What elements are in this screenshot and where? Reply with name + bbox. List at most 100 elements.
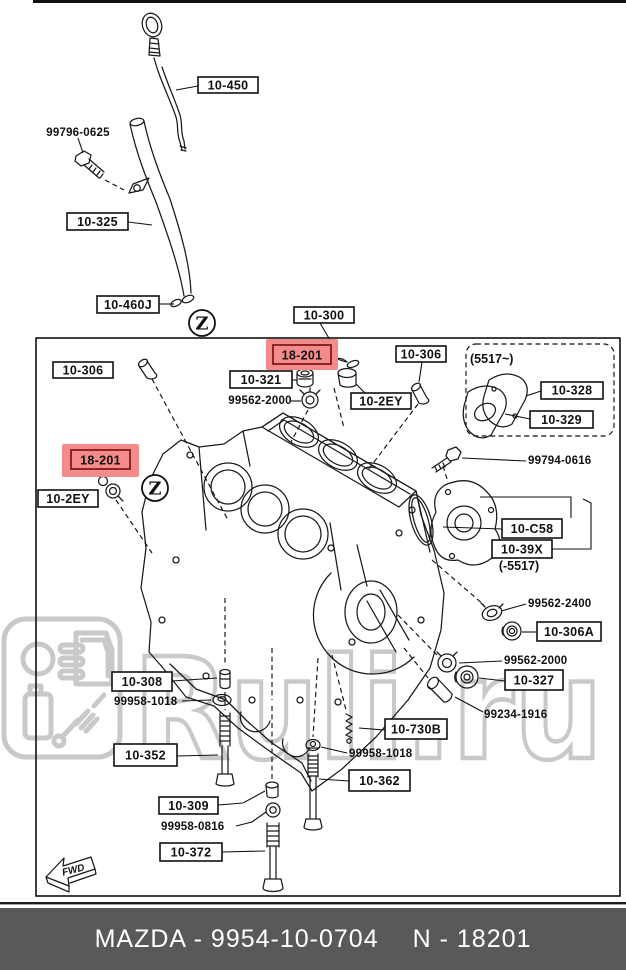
part-number-99958-1018-left[interactable]: 99958-1018 (114, 696, 178, 708)
part-drawing-oring-18-201-left (97, 475, 109, 487)
part-label-text: 10-352 (125, 749, 166, 763)
part-drawing-seal-housing-10-C58 (430, 480, 501, 566)
part-number-99958-0816[interactable]: 99958-0816 (161, 821, 224, 833)
footer-bar: MAZDA - 9954-10-0704 N - 18201 (0, 908, 626, 970)
part-label-10-306-right[interactable]: 10-306 (395, 345, 447, 363)
part-label-10-2EY-left[interactable]: 10-2EY (37, 489, 99, 508)
part-label-text: 10-325 (77, 215, 118, 229)
part-label-18-201-highlighted-top[interactable]: 18-201 (266, 339, 338, 370)
part-number-99562-2400[interactable]: 99562-2400 (528, 598, 591, 610)
part-drawing-nut-99958-1018-right (305, 738, 321, 752)
part-label-10-325[interactable]: 10-325 (66, 212, 129, 231)
part-drawing-washer-99562-2000-low (436, 651, 458, 673)
part-label-10-362[interactable]: 10-362 (348, 769, 411, 792)
engine-block-drawing (140, 412, 445, 792)
part-drawing-plug-10-306A (501, 621, 522, 641)
part-label-text: 10-362 (359, 774, 400, 788)
part-label-18-201-highlighted-left[interactable]: 18-201 (62, 444, 139, 477)
variant-until-5517-note: (-5517) (499, 559, 539, 573)
part-number-99562-2000-top[interactable]: 99562-2000 (228, 395, 291, 407)
part-drawing-dowel-10-306-left (137, 358, 158, 380)
footer-top-rule (0, 902, 626, 905)
part-drawing-washer-99958-1018-left (212, 693, 232, 707)
zone-symbol-letter: Z (195, 314, 208, 335)
part-label-text: 10-39X (501, 543, 543, 557)
part-drawing-washer-99562-2400 (480, 602, 504, 622)
part-label-text: 10-450 (208, 79, 249, 93)
part-drawing-plug-10-327 (454, 665, 479, 689)
part-label-10-306A[interactable]: 10-306A (536, 621, 602, 642)
part-number-99234-1916[interactable]: 99234-1916 (484, 709, 547, 721)
part-label-text: 10-460J (104, 298, 152, 312)
part-label-10-300[interactable]: 10-300 (293, 306, 355, 324)
part-label-10-328[interactable]: 10-328 (540, 381, 604, 400)
part-label-text: 10-730B (391, 723, 441, 737)
part-label-text: 10-327 (514, 674, 555, 688)
part-label-text: 18-201 (80, 454, 121, 468)
part-drawing-washer-99958-0816 (265, 802, 281, 818)
footer-part-ref: N - 18201 (412, 924, 532, 953)
part-label-10-730B[interactable]: 10-730B (384, 718, 448, 740)
part-label-text: 10-C58 (511, 522, 554, 536)
diagram-frame (35, 337, 621, 897)
part-label-text: 18-201 (282, 349, 323, 363)
watermark-logo-icon (1, 616, 123, 760)
footer-catalog-code: MAZDA - 9954-10-0704 (94, 924, 379, 953)
part-label-10-329[interactable]: 10-329 (529, 410, 594, 429)
part-drawing-bolt-10-372 (262, 822, 284, 893)
zone-symbol-left: Z (141, 474, 169, 502)
part-label-10-327[interactable]: 10-327 (504, 669, 564, 691)
part-drawing-cup-plug-10-2EY-top (337, 367, 357, 388)
watermark: Ruli.ru (1, 616, 605, 794)
zone-symbol-letter: Z (148, 479, 161, 500)
part-drawing-gasket-10-329 (462, 385, 507, 439)
zone-symbol-top: Z (188, 309, 216, 337)
watermark-site-text: Ruli.ru (133, 629, 603, 792)
variant-from-5517-note: (5517~) (470, 352, 513, 366)
part-label-10-372[interactable]: 10-372 (159, 842, 223, 862)
part-label-10-39X[interactable]: 10-39X (491, 539, 553, 559)
part-label-10-308[interactable]: 10-308 (111, 671, 173, 692)
fwd-label: FWD (61, 862, 86, 878)
part-label-10-309[interactable]: 10-309 (158, 796, 219, 815)
part-label-10-321[interactable]: 10-321 (229, 370, 293, 389)
dipstick-tube-drawing (128, 117, 195, 304)
part-label-10-2EY-top[interactable]: 10-2EY (350, 392, 412, 410)
part-drawing-dowel-99234-1916 (426, 676, 453, 703)
part-drawing-cup-plug-10-2EY-left (105, 483, 124, 502)
part-label-text: 10-308 (122, 675, 163, 689)
part-drawing-oil-jet-10-730B (345, 713, 353, 744)
oil-dipstick-drawing (141, 12, 187, 152)
leader-lines (77, 85, 592, 853)
part-label-text: 10-328 (552, 384, 593, 398)
part-drawing-dowel-10-306-right (410, 382, 430, 405)
part-label-text: 10-306 (63, 364, 104, 378)
part-label-text: 10-300 (304, 309, 345, 323)
seal-10-460J-drawing (170, 298, 182, 308)
part-drawing-plug-10-321 (296, 368, 314, 388)
part-drawing-stud-10-352 (215, 712, 235, 787)
part-label-text: 10-309 (168, 799, 209, 813)
part-label-text: 10-321 (241, 373, 282, 387)
part-label-10-306-left[interactable]: 10-306 (52, 361, 114, 379)
part-number-99562-2000-low[interactable]: 99562-2000 (504, 655, 567, 667)
fwd-direction-arrow: FWD (45, 856, 97, 893)
part-number-99958-1018-right[interactable]: 99958-1018 (349, 748, 413, 760)
part-drawing-oring-10-39X (408, 494, 434, 546)
assembly-dashed-lines (104, 179, 485, 781)
part-label-text: 10-329 (541, 413, 582, 427)
part-number-99796-0625[interactable]: 99796-0625 (46, 127, 110, 139)
part-label-10-460J[interactable]: 10-460J (96, 295, 160, 314)
part-label-10-450[interactable]: 10-450 (197, 76, 259, 94)
part-label-10-352[interactable]: 10-352 (113, 743, 178, 767)
bolt-99796-0625-drawing (74, 150, 105, 179)
part-drawing-plug-10-308 (219, 668, 231, 690)
scan-artifact-line (33, 0, 626, 3)
part-label-10-C58[interactable]: 10-C58 (501, 518, 563, 539)
part-drawing-stud-10-362 (303, 753, 323, 831)
part-drawing-washer-99562-2000-top (299, 387, 321, 409)
part-label-text: 10-306A (544, 625, 594, 639)
part-label-text: 10-372 (171, 846, 212, 860)
part-number-99794-0616[interactable]: 99794-0616 (528, 455, 591, 467)
